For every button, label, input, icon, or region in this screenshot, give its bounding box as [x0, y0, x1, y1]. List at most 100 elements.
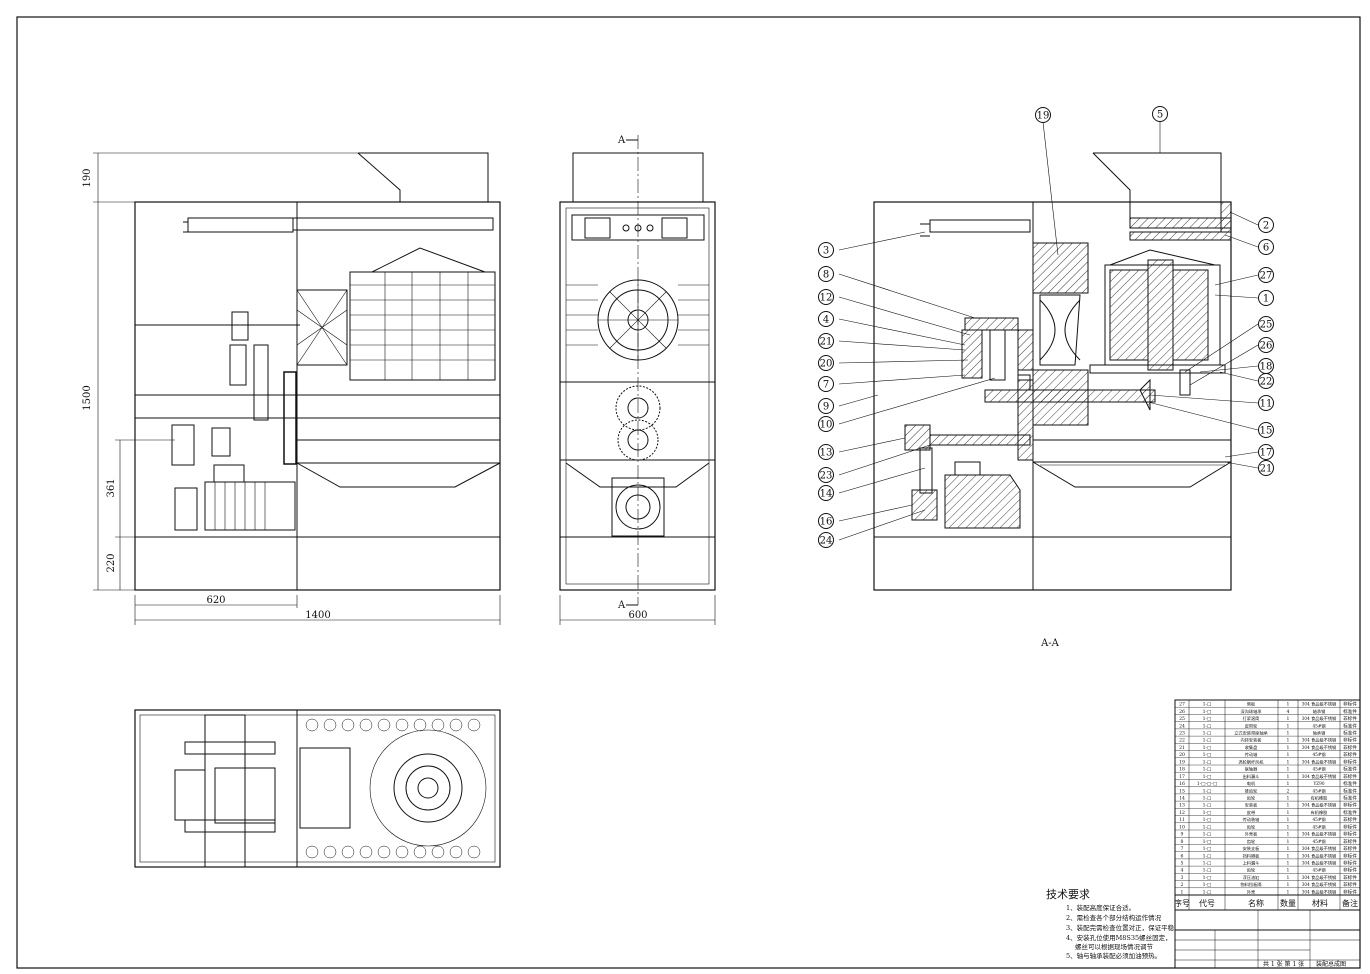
bom-cell: 7 — [1181, 846, 1184, 852]
svg-text:24: 24 — [820, 536, 833, 547]
bom-cell: 传动轴 — [1245, 751, 1258, 758]
bom-cell: 1 — [1287, 781, 1290, 787]
bom-cell: 304 食品级不锈钢 — [1302, 715, 1336, 722]
bom-cell: 1-□ — [1203, 723, 1212, 729]
bom-cell: 标准件 — [1343, 722, 1357, 729]
bom-cell: 1-□ — [1203, 745, 1212, 751]
balloon-1: 1 — [1258, 290, 1274, 306]
bom-header-seq: 序号 — [1174, 898, 1190, 908]
bom-header-material: 材料 — [1312, 898, 1328, 908]
balloon-7: 7 — [818, 376, 834, 392]
bom-cell: 1-□ — [1203, 788, 1212, 794]
tech-req-item: 3、装配完需检查位置对正，保证平稳 — [1066, 923, 1175, 932]
bom-cell: 45#钢 — [1312, 722, 1325, 729]
svg-text:3: 3 — [823, 246, 829, 257]
bom-cell: 1-□ — [1203, 716, 1212, 722]
bom-cell: 齿轮 — [1247, 795, 1256, 802]
svg-text:22: 22 — [1260, 377, 1273, 388]
bom-cell: 标准件 — [1343, 787, 1357, 794]
bom-cell: 45#钢 — [1312, 787, 1325, 794]
bom-cell: 1 — [1287, 796, 1290, 802]
bom-cell: 23 — [1179, 731, 1185, 737]
balloon-2: 2 — [1258, 217, 1274, 233]
bom-cell: 非标件 — [1343, 715, 1357, 722]
bom-cell: 深沟球轴承 — [1241, 708, 1263, 715]
bom-cell: 出料漏斗 — [1243, 773, 1260, 780]
bom-cell: 外壳板 — [1245, 831, 1258, 838]
bom-cell: 非标件 — [1343, 758, 1357, 765]
bom-cell: 非标件 — [1343, 701, 1357, 708]
bom-cell: 3 — [1181, 875, 1184, 881]
bom-cell: 1-□ — [1203, 861, 1212, 867]
bom-cell: 304 食品级不锈钢 — [1302, 758, 1336, 765]
bom-cell: 4 — [1287, 709, 1290, 715]
bom-cell: 12 — [1179, 810, 1185, 816]
bom-cell: 打浆滚筒 — [1243, 715, 1260, 722]
bom-cell: 1-□ — [1203, 824, 1212, 830]
bom-cell: 45#钢 — [1312, 838, 1325, 845]
bom-cell: 8 — [1181, 839, 1184, 845]
svg-text:16: 16 — [820, 517, 833, 528]
bom-header-code: 代号 — [1199, 898, 1215, 908]
balloon-12: 12 — [818, 289, 834, 305]
bom-cell: 1-□ — [1203, 752, 1212, 758]
bom-cell: 轴承钢 — [1313, 730, 1326, 737]
bom-cell: 1-□ — [1203, 738, 1212, 744]
front-view: 190 1500 361 220 620 1400 — [82, 152, 501, 625]
svg-text:2: 2 — [1263, 221, 1269, 232]
bom-cell: 物料挡板隔 — [1241, 881, 1262, 888]
balloon-14: 14 — [818, 485, 834, 501]
bom-cell: 1-□ — [1203, 803, 1212, 809]
bom-cell: 1 — [1287, 839, 1290, 845]
bom-cell: 304 食品级不锈钢 — [1302, 852, 1336, 859]
bom-cell: 非标件 — [1343, 773, 1357, 780]
bom-cell: 有机橡胶 — [1311, 809, 1328, 816]
svg-text:27: 27 — [1260, 271, 1273, 282]
sheet-border — [16, 16, 1361, 969]
tech-req-item: 5、轴与轴承装配必须加油预热。 — [1066, 951, 1161, 960]
svg-text:11: 11 — [1260, 399, 1273, 410]
svg-text:19: 19 — [1037, 111, 1050, 122]
bom-cell: 45#钢 — [1312, 766, 1325, 773]
bom-cell: 挡料隔板 — [1243, 852, 1261, 859]
bom-cell: 1-□ — [1203, 796, 1212, 802]
tech-requirements: 技术要求 1、装配高度保证合适。 2、需检查各个部分结构运作情况 3、装配完需检… — [1046, 888, 1175, 960]
balloon-5: 5 — [1152, 106, 1168, 122]
bom-cell: 1 — [1287, 752, 1290, 758]
bom-cell: 非标件 — [1343, 881, 1357, 888]
bom-cell: 1 — [1287, 702, 1290, 708]
bom-cell: 非标件 — [1343, 751, 1357, 758]
bom-header-remark: 备注 — [1342, 898, 1358, 908]
bom-cell: 1 — [1287, 861, 1290, 867]
bom-cell: 非标件 — [1343, 831, 1357, 838]
bom-cell: 1 — [1287, 723, 1290, 729]
bom-cell: 非标件 — [1343, 845, 1357, 852]
bom-cell: 安装支板 — [1243, 845, 1261, 852]
bom-cell: 304 食品级不锈钢 — [1302, 737, 1336, 744]
balloon-19: 19 — [1035, 107, 1051, 123]
tech-req-item: 1、装配高度保证合适。 — [1066, 903, 1135, 912]
dim-side-width: 600 — [628, 610, 647, 621]
bom-cell: 皮带轮 — [1245, 722, 1258, 729]
svg-text:13: 13 — [820, 448, 833, 459]
bom-cell: 1 — [1287, 824, 1290, 830]
bom-cell: 304 食品级不锈钢 — [1302, 888, 1336, 895]
bom-header-qty: 数量 — [1280, 898, 1296, 908]
bom-cell: 侧板 — [1247, 701, 1256, 708]
bom-cell: 非标件 — [1343, 744, 1357, 751]
bom-cell: 非标件 — [1343, 737, 1357, 744]
bom-cell: 1-□-□-□ — [1197, 781, 1218, 787]
drawing-name: 装配总成图 — [1316, 960, 1346, 968]
section-mark-bottom: A — [617, 600, 626, 611]
bom-cell: 标准件 — [1343, 730, 1357, 737]
bom-cell: 304 食品级不锈钢 — [1302, 881, 1336, 888]
